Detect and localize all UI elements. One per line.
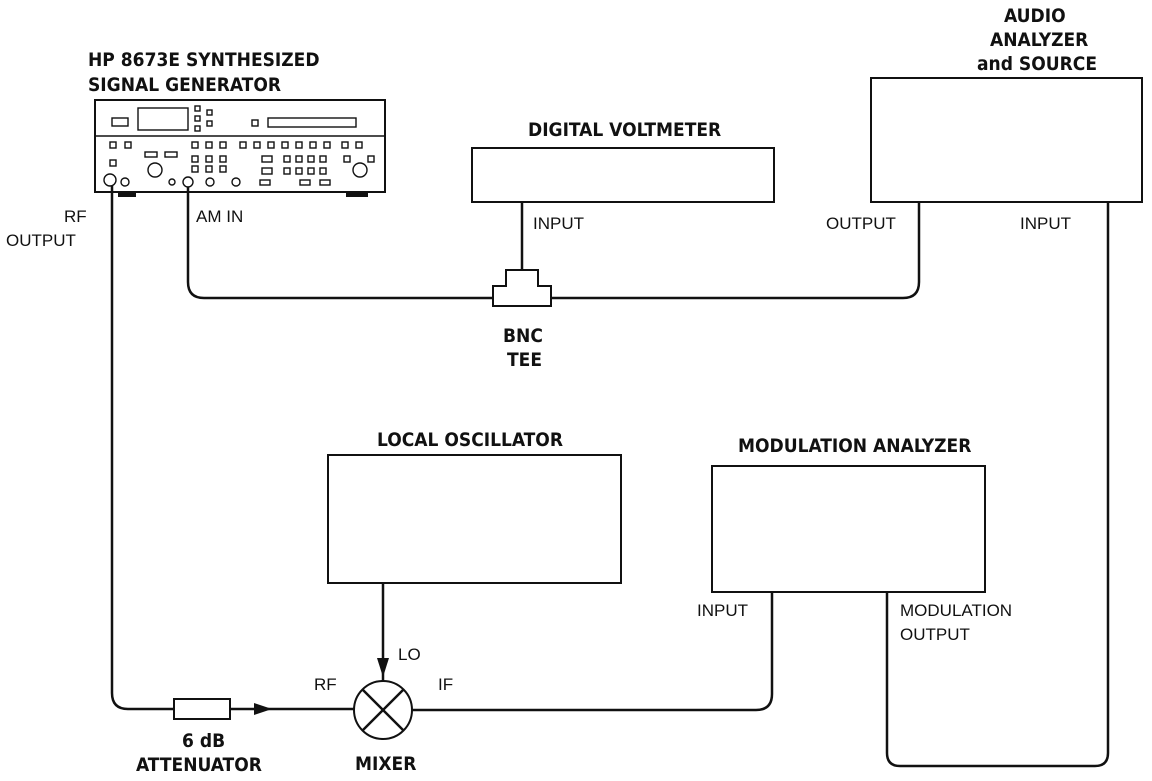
bnc-tee	[492, 269, 552, 307]
rf-output-label-line1: RF	[64, 207, 87, 226]
audio-title-line1: AUDIO	[1004, 5, 1066, 27]
mixer-label: MIXER	[355, 753, 416, 775]
attenuator-label-line2: ATTENUATOR	[136, 754, 262, 776]
local-oscillator-title: LOCAL OSCILLATOR	[377, 429, 563, 451]
mod-output-label-line2: OUTPUT	[900, 625, 970, 644]
dvm-title: DIGITAL VOLTMETER	[528, 119, 721, 141]
rf-output-label-line2: OUTPUT	[6, 231, 76, 250]
bnc-tee-label-line1: BNC	[503, 325, 543, 347]
modulation-analyzer-box	[711, 465, 986, 593]
rf-output-connector	[103, 173, 117, 187]
audio-input-label: INPUT	[1020, 214, 1071, 233]
mod-output-label-line1: MODULATION	[900, 601, 1012, 620]
modulation-analyzer-title: MODULATION ANALYZER	[738, 435, 971, 457]
audio-title-line2: ANALYZER	[990, 29, 1088, 51]
digital-voltmeter-box	[471, 147, 775, 203]
mixer-rf-label: RF	[314, 675, 337, 694]
bnc-tee-label-line2: TEE	[507, 349, 542, 371]
audio-title-line3: and SOURCE	[977, 53, 1097, 75]
attenuator-box	[173, 698, 231, 720]
mixer-lo-label: LO	[398, 645, 421, 664]
audio-output-label: OUTPUT	[826, 214, 896, 233]
am-in-label: AM IN	[196, 207, 243, 226]
signal-generator	[94, 99, 386, 197]
generator-title-line2: SIGNAL GENERATOR	[88, 74, 281, 96]
attenuator-label-line1: 6 dB	[182, 730, 225, 752]
audio-analyzer-box	[870, 77, 1143, 203]
generator-title-line1: HP 8673E SYNTHESIZED	[88, 49, 320, 71]
cables	[110, 186, 1110, 768]
mixer-if-label: IF	[438, 675, 453, 694]
local-oscillator-box	[327, 454, 622, 584]
dvm-input-label: INPUT	[533, 214, 584, 233]
mod-input-label: INPUT	[697, 601, 748, 620]
